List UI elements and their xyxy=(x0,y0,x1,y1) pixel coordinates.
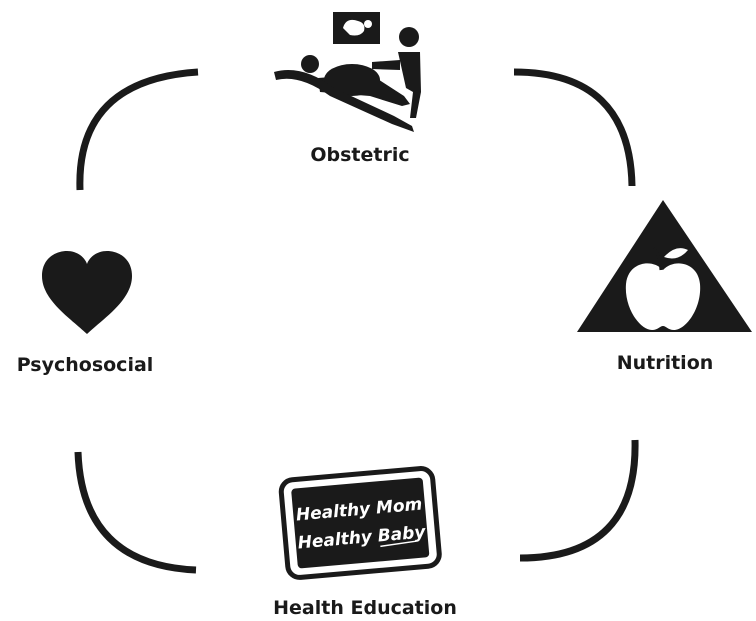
heart-icon xyxy=(42,251,132,334)
nutrition-label: Nutrition xyxy=(616,352,714,374)
health-education-label: Health Education xyxy=(273,597,457,619)
chalk-underline xyxy=(380,540,417,548)
connector-bottom-right xyxy=(519,439,639,562)
chalkboard-icon: Healthy Mom Healthy Baby xyxy=(278,466,442,580)
obstetric-exam-icon xyxy=(274,12,421,132)
connector-top-left xyxy=(76,68,199,191)
cycle-connectors xyxy=(74,68,639,574)
psychosocial-label: Psychosocial xyxy=(16,354,154,376)
apple-in-triangle-icon xyxy=(577,200,752,332)
connector-bottom-left xyxy=(74,451,197,574)
obstetric-label: Obstetric xyxy=(310,144,410,166)
connector-top-right xyxy=(513,68,636,187)
